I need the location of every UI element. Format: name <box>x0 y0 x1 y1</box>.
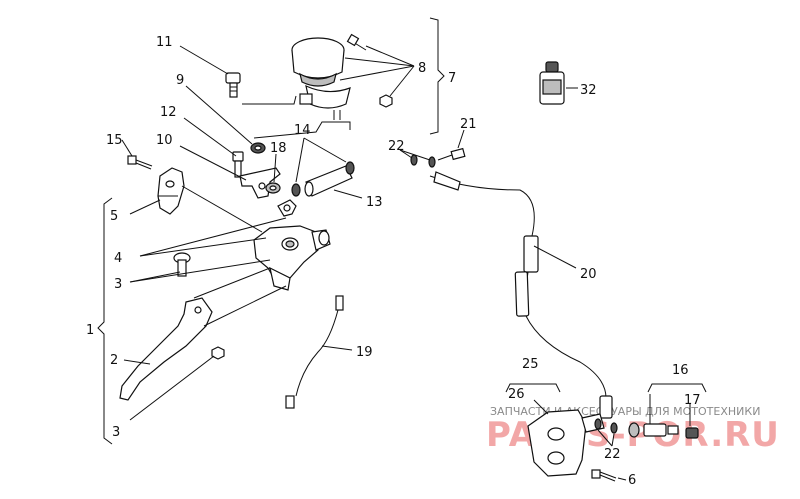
fitting-21 <box>437 147 466 161</box>
label-17: 17 <box>684 393 701 408</box>
label-16: 16 <box>672 363 689 378</box>
hose-clamp-14 <box>291 161 355 197</box>
label-6: 6 <box>628 473 636 488</box>
clamp-5 <box>157 167 185 215</box>
clutch-hose-20 <box>429 171 613 419</box>
label-21: 21 <box>460 117 477 132</box>
reservoir-nut <box>379 94 393 108</box>
copper-washers-22-upper <box>410 154 436 168</box>
screw-15 <box>127 155 153 170</box>
nut-3-lower <box>211 346 225 360</box>
screw-11 <box>225 72 241 98</box>
bracket-25 <box>505 383 561 393</box>
label-7: 7 <box>448 71 456 86</box>
cable-19 <box>285 295 344 409</box>
label-15: 15 <box>106 133 123 148</box>
hose-13 <box>304 165 353 197</box>
label-12: 12 <box>160 105 177 120</box>
label-19: 19 <box>356 345 373 360</box>
label-32: 32 <box>580 83 597 98</box>
label-22-upper: 22 <box>388 139 405 154</box>
label-1: 1 <box>86 323 94 338</box>
label-20: 20 <box>580 267 597 282</box>
label-5: 5 <box>110 209 118 224</box>
label-14: 14 <box>294 123 311 138</box>
label-3-upper: 3 <box>114 277 122 292</box>
nut-18 <box>265 182 281 194</box>
bracket-16 <box>647 383 707 393</box>
label-4: 4 <box>114 251 122 266</box>
label-3-lower: 3 <box>112 425 120 440</box>
label-22-lower: 22 <box>604 447 621 462</box>
label-8: 8 <box>418 61 426 76</box>
assembly-bracket-1 <box>97 197 113 445</box>
banjo-fitting <box>277 199 297 217</box>
fluid-bottle-32 <box>539 61 565 105</box>
label-18: 18 <box>270 141 287 156</box>
clutch-master-cylinder <box>253 225 331 291</box>
washer-9 <box>250 142 266 154</box>
label-11: 11 <box>156 35 173 50</box>
screw-12 <box>232 151 244 178</box>
pivot-screw-3 <box>173 252 191 277</box>
copper-washers-22-lower <box>594 418 618 434</box>
bleeder-valve-17 <box>628 422 699 439</box>
label-10: 10 <box>156 133 173 148</box>
label-25: 25 <box>522 357 539 372</box>
label-26: 26 <box>508 387 525 402</box>
label-9: 9 <box>176 73 184 88</box>
clutch-fluid-reservoir <box>291 37 351 120</box>
label-13: 13 <box>366 195 383 210</box>
bracket-10 <box>239 167 281 199</box>
clutch-lever-2 <box>119 297 213 401</box>
reservoir-screw <box>346 33 367 51</box>
screw-6 <box>591 469 617 482</box>
label-2: 2 <box>110 353 118 368</box>
